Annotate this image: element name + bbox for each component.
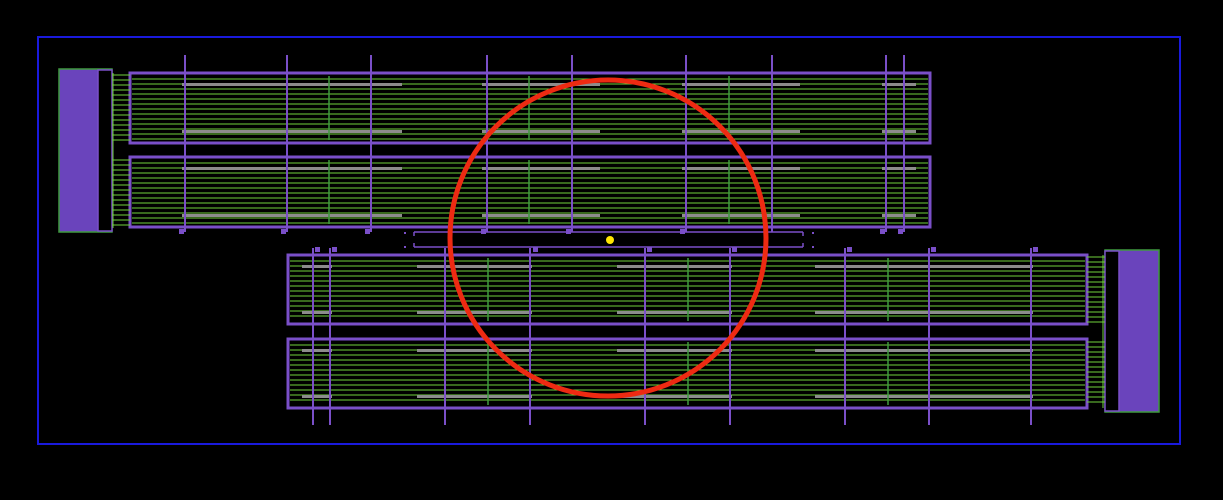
gray-bar [682, 130, 800, 133]
gray-bar [682, 167, 800, 170]
gray-bar [482, 214, 600, 217]
marker-dot [606, 236, 614, 244]
via-stub [732, 247, 737, 252]
gray-bar [617, 311, 732, 314]
pad-strip [1104, 250, 1120, 412]
via-stub [332, 247, 337, 252]
gray-bar [417, 349, 532, 352]
gray-bar [882, 167, 916, 170]
gray-bar [182, 130, 402, 133]
routing-dot [812, 232, 814, 234]
gray-bar [882, 130, 916, 133]
gray-bar [302, 349, 332, 352]
highlight-circle [447, 77, 769, 399]
gray-bar [617, 265, 732, 268]
metal-rail [128, 71, 932, 145]
via-stub [315, 247, 320, 252]
routing-dot [812, 246, 814, 248]
routing-dot [404, 246, 406, 248]
center-routing [404, 231, 814, 248]
gray-bar [302, 311, 332, 314]
gray-bar [302, 395, 332, 398]
gray-bar [882, 214, 916, 217]
gray-bar [815, 395, 1033, 398]
gray-bar [882, 83, 916, 86]
gray-bar [482, 83, 600, 86]
gray-bar [617, 395, 732, 398]
pad-strip [97, 69, 113, 232]
via-stub [281, 229, 286, 234]
gray-bar [815, 349, 1033, 352]
gray-bar [182, 83, 402, 86]
gray-bar [417, 395, 532, 398]
routing-dot [404, 232, 406, 234]
gray-bar [182, 167, 402, 170]
gray-bar [302, 265, 332, 268]
via-stub [533, 247, 538, 252]
via-stub [847, 247, 852, 252]
gray-bar [815, 311, 1033, 314]
via-stub [179, 229, 184, 234]
upper-transistor-group [58, 55, 932, 234]
via-stub [931, 247, 936, 252]
gray-bar [617, 349, 732, 352]
metal-rail [128, 155, 932, 229]
metal-rail [286, 253, 1089, 326]
gray-bar [417, 311, 532, 314]
gray-bar [417, 265, 532, 268]
via-stub [647, 247, 652, 252]
gray-bar [815, 265, 1033, 268]
outline-boundary [37, 36, 1181, 445]
gray-bar [682, 214, 800, 217]
lower-transistor-group [286, 247, 1160, 425]
gray-bar [182, 214, 402, 217]
metal-rail [286, 337, 1089, 410]
via-stub [365, 229, 370, 234]
gray-bar [482, 130, 600, 133]
gray-bar [682, 83, 800, 86]
via-stub [1033, 247, 1038, 252]
via-stub [898, 229, 903, 234]
via-stub [880, 229, 885, 234]
gray-bar [482, 167, 600, 170]
